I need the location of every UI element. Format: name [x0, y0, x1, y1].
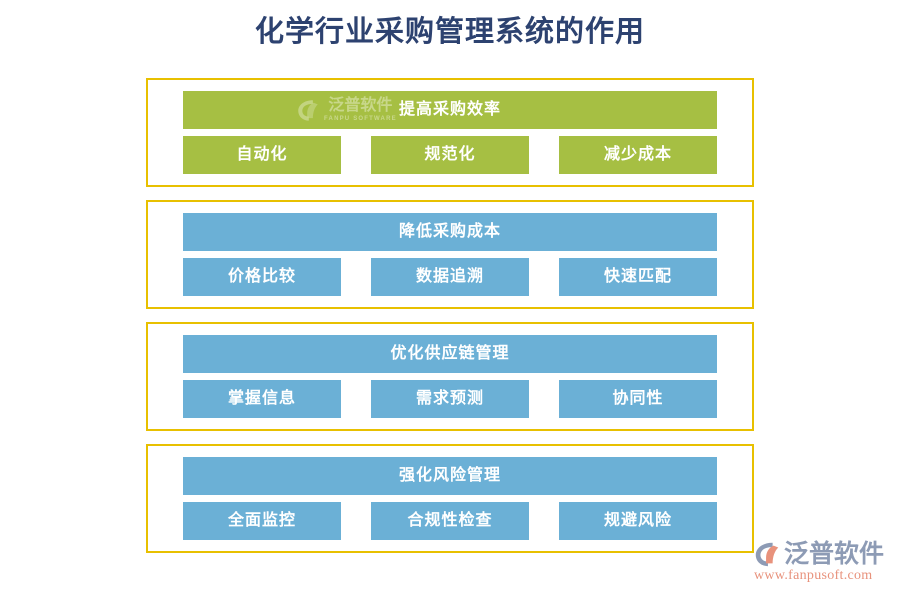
fanpu-watermark-en: FANPU SOFTWARE [324, 116, 397, 122]
section-2-item-1[interactable]: 价格比较 [183, 258, 341, 296]
section-4-header-label: 强化风险管理 [398, 467, 501, 484]
brand-logo: 泛普软件 www.fanpusoft.com [752, 538, 892, 590]
section-1-header: 泛普软件 FANPU SOFTWARE 提高采购效率 [183, 91, 717, 129]
fanpu-logo-mark-icon [755, 542, 779, 567]
section-2-item-3[interactable]: 快速匹配 [559, 258, 717, 296]
section-3-item-2[interactable]: 需求预测 [371, 380, 529, 418]
section-2-header-label: 降低采购成本 [398, 223, 501, 240]
section-2-item-2[interactable]: 数据追溯 [371, 258, 529, 296]
section-4-item-2[interactable]: 合规性检查 [371, 502, 529, 540]
fanpu-watermark-text: 泛普软件 FANPU SOFTWARE [324, 97, 397, 123]
section-4: 强化风险管理 全面监控 合规性检查 规避风险 [146, 444, 754, 553]
section-2: 降低采购成本 价格比较 数据追溯 快速匹配 [146, 200, 754, 309]
page-title: 化学行业采购管理系统的作用 [254, 16, 645, 48]
section-3-item-3[interactable]: 协同性 [559, 380, 717, 418]
section-3-items: 掌握信息 需求预测 协同性 [183, 380, 717, 418]
section-3: 优化供应链管理 掌握信息 需求预测 协同性 [146, 322, 754, 431]
fanpu-watermark-cn: 泛普软件 [328, 97, 393, 114]
fanpu-logo-mark-icon [298, 100, 318, 121]
section-1-item-2[interactable]: 规范化 [371, 136, 529, 174]
fanpu-watermark-logo: 泛普软件 FANPU SOFTWARE [295, 97, 397, 123]
brand-url: www.fanpusoft.com [754, 568, 873, 583]
section-4-item-3[interactable]: 规避风险 [559, 502, 717, 540]
sections-container: 泛普软件 FANPU SOFTWARE 提高采购效率 自动化 规范化 减少成本 … [146, 78, 754, 566]
section-1-item-1[interactable]: 自动化 [183, 136, 341, 174]
section-3-item-1[interactable]: 掌握信息 [183, 380, 341, 418]
section-2-items: 价格比较 数据追溯 快速匹配 [183, 258, 717, 296]
section-1: 泛普软件 FANPU SOFTWARE 提高采购效率 自动化 规范化 减少成本 [146, 78, 754, 187]
section-3-header-label: 优化供应链管理 [390, 345, 510, 362]
section-1-items: 自动化 规范化 减少成本 [183, 136, 717, 174]
brand-logo-row: 泛普软件 [752, 538, 892, 570]
section-3-header: 优化供应链管理 [183, 335, 717, 373]
section-1-header-label: 提高采购效率 [398, 101, 501, 118]
section-4-header: 强化风险管理 [183, 457, 717, 495]
section-4-items: 全面监控 合规性检查 规避风险 [183, 502, 717, 540]
section-4-item-1[interactable]: 全面监控 [183, 502, 341, 540]
section-1-item-3[interactable]: 减少成本 [559, 136, 717, 174]
section-2-header: 降低采购成本 [183, 213, 717, 251]
brand-name: 泛普软件 [784, 540, 885, 568]
